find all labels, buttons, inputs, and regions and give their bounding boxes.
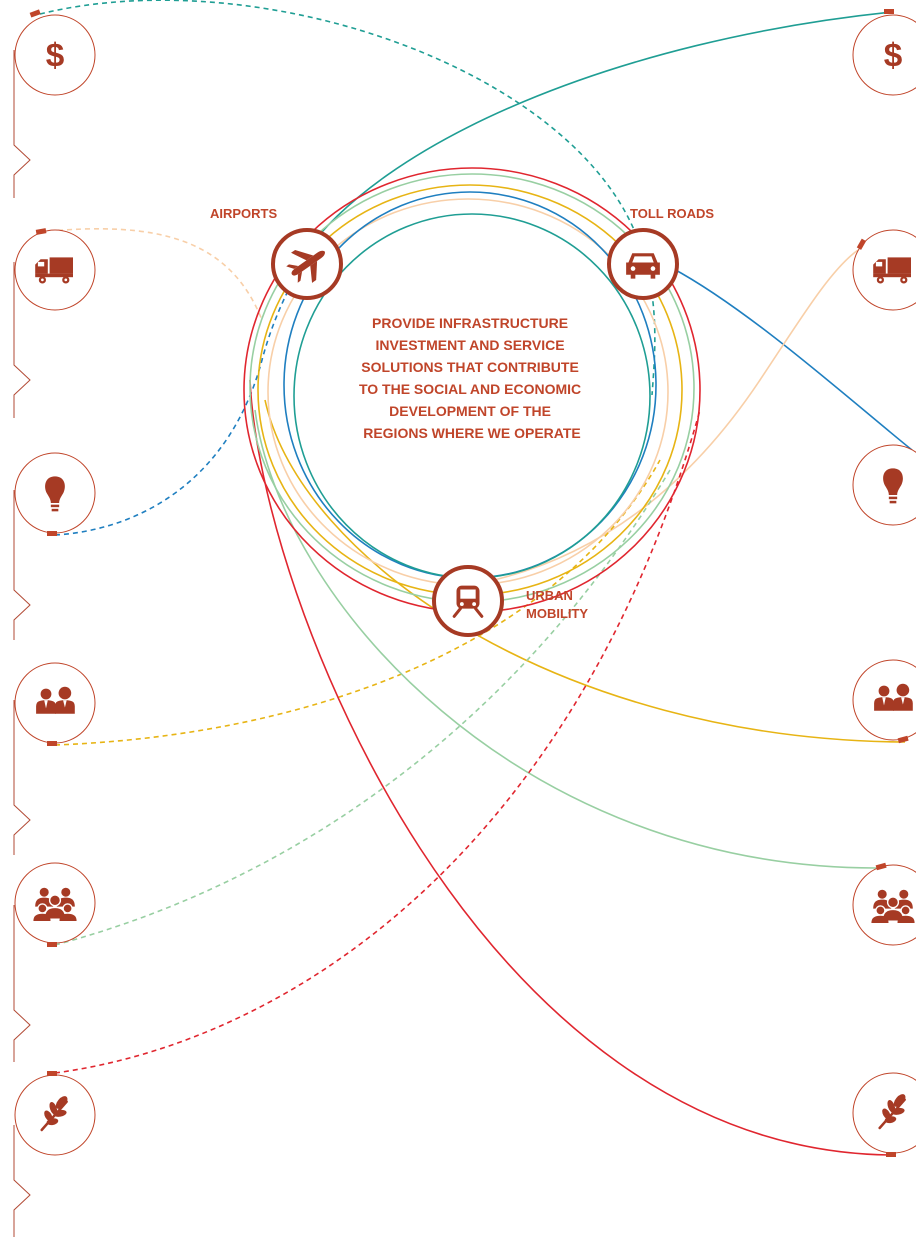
toll-roads-label: TOLL ROADS: [630, 206, 714, 221]
airports-label: AIRPORTS: [210, 206, 278, 221]
left-dollar-node[interactable]: [14, 9, 96, 96]
left-truck-node[interactable]: [14, 228, 96, 311]
left-icons: [14, 9, 96, 1156]
statement-line-1: PROVIDE INFRASTRUCTURE: [372, 315, 568, 331]
left-group-node[interactable]: [14, 862, 96, 947]
right-icons: [852, 9, 916, 1157]
urban-label-1: URBAN: [526, 588, 573, 603]
hub-toll-roads[interactable]: TOLL ROADS: [607, 206, 714, 300]
green-dashed-line: [54, 469, 671, 946]
dollar-icon: [883, 37, 903, 75]
center-statement: PROVIDE INFRASTRUCTURE INVESTMENT AND SE…: [359, 315, 585, 441]
peach-dashed-line: [39, 227, 263, 321]
blue-solid-line: [671, 267, 913, 451]
right-truck-node[interactable]: [852, 229, 916, 311]
right-group-node[interactable]: [852, 862, 916, 946]
urban-label-2: MOBILITY: [526, 606, 588, 621]
red-dashed-line: [54, 409, 701, 1074]
left-people-node[interactable]: [14, 662, 96, 746]
yellow-solid-line: [264, 399, 906, 743]
statement-line-5: DEVELOPMENT OF THE: [389, 403, 551, 419]
peach-solid-line: [469, 249, 859, 586]
left-leaf-node[interactable]: [14, 1071, 96, 1156]
statement-line-4: TO THE SOCIAL AND ECONOMIC: [359, 381, 581, 397]
red-solid-line: [249, 379, 891, 1156]
teal-dashed-line: [39, 0, 656, 396]
green-solid-line: [254, 409, 881, 869]
blue-dashed-line: [54, 267, 301, 536]
dollar-icon: [45, 37, 65, 75]
right-dollar-node[interactable]: [852, 9, 916, 96]
right-leaf-node[interactable]: [852, 1072, 916, 1157]
left-lightbulb-node[interactable]: [14, 452, 96, 536]
right-lightbulb-node[interactable]: [852, 444, 916, 526]
hub-airports[interactable]: AIRPORTS: [210, 206, 343, 300]
yellow-dashed-line: [54, 459, 661, 746]
right-people-node[interactable]: [852, 659, 916, 744]
statement-line-6: REGIONS WHERE WE OPERATE: [363, 425, 581, 441]
teal-solid-line: [299, 11, 893, 261]
statement-line-3: SOLUTIONS THAT CONTRIBUTE: [361, 359, 579, 375]
left-rail: [13, 50, 31, 1237]
hub-urban-mobility[interactable]: URBAN MOBILITY: [432, 565, 588, 637]
statement-line-2: INVESTMENT AND SERVICE: [376, 337, 565, 353]
